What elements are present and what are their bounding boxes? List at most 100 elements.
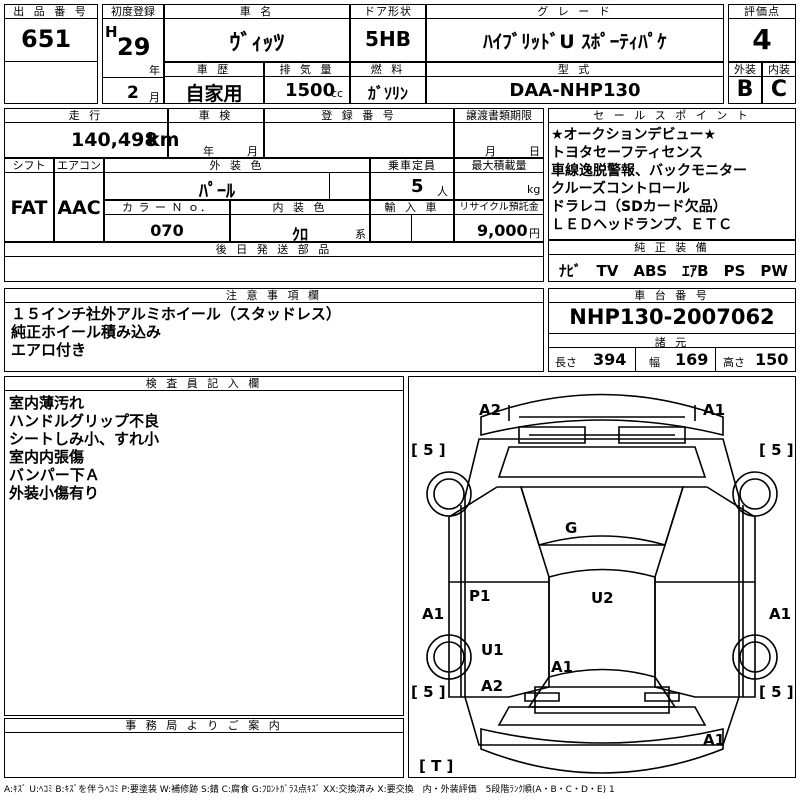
tire-front-left: [ 5 ]: [411, 441, 446, 459]
capacity: 5: [411, 176, 424, 197]
damage-code-a1-left: A1: [422, 605, 445, 623]
lot-number: 651: [21, 25, 72, 53]
damage-code-a1-right: A1: [769, 605, 792, 623]
lot-box: 出 品 番 号 651: [4, 4, 98, 104]
recycle-label: リサイクル預託金: [455, 201, 543, 215]
interior-color-label: 内 装 色: [231, 201, 369, 215]
chassis-box: 車 台 番 号 NHP130-2007062 諸 元 長さ 394 幅 169 …: [548, 288, 796, 372]
score-box: 評価点 4: [728, 4, 796, 62]
load-box: 最大積載量 kg: [454, 158, 544, 200]
color-number: 070: [150, 221, 184, 240]
mileage-unit: km: [147, 129, 180, 151]
fuel-box: 燃 料 ｶﾞｿﾘﾝ: [350, 62, 426, 104]
overall-score: 4: [752, 23, 772, 56]
inspector-note-item: 室内薄汚れ: [9, 394, 85, 412]
load-unit: kg: [527, 183, 541, 196]
width-label: 幅: [649, 356, 660, 369]
month-unit: 月: [149, 91, 160, 104]
import-label: 輸 入 車: [371, 201, 453, 215]
lot-label: 出 品 番 号: [5, 5, 97, 19]
displacement: 1500: [285, 80, 336, 101]
registration-label: 初度登録: [103, 5, 163, 19]
name-label: 車 名: [165, 5, 349, 19]
shift: FAT: [10, 197, 48, 219]
displacement-label: 排 気 量: [265, 63, 349, 77]
interior-color: ｸﾛ: [291, 225, 308, 244]
office-label: 事 務 局 よ り ご 案 内: [5, 719, 403, 733]
inspection-label: 車 検: [169, 109, 263, 123]
damage-code-a2-bottom: A2: [481, 677, 504, 695]
sales-point-item: クルーズコントロール: [551, 181, 690, 197]
tire-rear-left: [ 5 ]: [411, 683, 446, 701]
transfer-label: 譲渡書類期限: [455, 109, 543, 123]
note-item: １５インチ社外アルミホイール（スタッドレス）: [11, 305, 341, 323]
fuel: ｶﾞｿﾘﾝ: [367, 84, 408, 103]
vehicle-history: 自家用: [185, 83, 243, 105]
displacement-box: 排 気 量 1500 cc: [264, 62, 350, 104]
mileage-box: 走 行 140,498 km: [4, 108, 179, 158]
sales-point-item: ドラレコ（SDカード欠品）: [551, 199, 727, 215]
inspector-note-item: バンパー下Ａ: [9, 466, 100, 484]
office-box: 事 務 局 よ り ご 案 内: [4, 718, 404, 778]
transfer-box: 譲渡書類期限 月 日: [454, 108, 544, 158]
inspection-month-unit: 月: [247, 145, 258, 158]
legend-text: A:ｷｽﾞ U:ﾍｺﾐ B:ｷｽﾞを伴うﾍｺﾐ P:要塗装 W:補修跡 S:錆 …: [4, 785, 615, 795]
inspector-note-item: 室内内張傷: [9, 448, 85, 466]
inspector-note-item: ハンドルグリップ不良: [9, 412, 160, 430]
recycle-unit: 円: [529, 227, 540, 240]
tire-front-right: [ 5 ]: [759, 441, 794, 459]
sales-points-box: セ ー ル ス ポ イ ン ト ★オークションデビュー★トヨタセーフティセンス車…: [548, 108, 796, 240]
sales-points-list: ★オークションデビュー★トヨタセーフティセンス車線逸脱警報、バックモニタークルー…: [549, 123, 795, 234]
history-label: 車 歴: [165, 63, 263, 77]
exterior-grade: B: [736, 77, 754, 102]
door-label: ドア形状: [351, 5, 425, 19]
mileage-label: 走 行: [5, 109, 167, 123]
damage-code-u2: U2: [591, 589, 614, 607]
colorno-box: カ ラ ー Ｎ ｏ． 070: [104, 200, 230, 242]
regno-label: 登 録 番 号: [265, 109, 453, 123]
dims-label: 諸 元: [654, 336, 690, 349]
interior-color-box: 内 装 色 ｸﾛ 系: [230, 200, 370, 244]
interior-grade: C: [770, 77, 788, 102]
damage-code-a1-center: A1: [551, 658, 574, 676]
note-item: エアロ付き: [11, 341, 87, 359]
sales-points-label: セ ー ル ス ポ イ ン ト: [549, 109, 795, 123]
capacity-box: 乗車定員 5 人: [370, 158, 454, 200]
colorno-label: カ ラ ー Ｎ ｏ．: [105, 201, 229, 215]
sales-point-item: トヨタセーフティセンス: [551, 145, 704, 161]
model-code: DAA-NHP130: [509, 80, 641, 101]
equipment-label: 純 正 装 備: [549, 241, 795, 255]
equipment-box: 純 正 装 備 ﾅﾋﾞ TV ABS ｴｱB PS PW: [548, 240, 796, 282]
color-label: 外 装 色: [105, 159, 369, 173]
model-label: 型 式: [427, 63, 723, 77]
equipment-list: ﾅﾋﾞ TV ABS ｴｱB PS PW: [559, 262, 788, 280]
recycle-box: リサイクル預託金 9,000 円: [454, 200, 544, 242]
import-box: 輸 入 車: [370, 200, 454, 242]
notes-list: １５インチ社外アルミホイール（スタッドレス）純正ホイール積み込みエアロ付き: [5, 303, 543, 359]
interior-box: 内装 C: [762, 62, 796, 104]
interior-label: 内装: [763, 63, 795, 77]
displacement-unit: cc: [331, 87, 344, 100]
height: 150: [755, 350, 789, 369]
capacity-label: 乗車定員: [371, 159, 453, 173]
damage-code-a2-top: A2: [479, 401, 502, 419]
notes-label: 注 意 事 項 欄: [5, 289, 543, 303]
inspection-year-unit: 年: [203, 145, 214, 158]
mileage: 140,498: [71, 129, 158, 151]
car-outline: [426, 393, 778, 774]
registration-era: H: [105, 23, 118, 41]
sales-point-item: 車線逸脱警報、バックモニター: [551, 163, 747, 179]
grade-label: グ レ ー ド: [427, 5, 723, 19]
registration-year: 29: [117, 33, 151, 61]
note-item: 純正ホイール積み込み: [11, 323, 162, 341]
transfer-day: 日: [529, 145, 540, 158]
transfer-month: 月: [485, 145, 496, 158]
load-label: 最大積載量: [455, 159, 543, 173]
exterior-color: ﾊﾟｰﾙ: [199, 181, 235, 202]
ac-label: エアコン: [55, 159, 103, 173]
later-parts-box: 後 日 発 送 部 品: [4, 242, 544, 282]
sales-point-item: ＬＥＤヘッドランプ、ＥＴＣ: [551, 217, 733, 233]
door-box: ドア形状 5HB: [350, 4, 426, 62]
capacity-unit: 人: [437, 185, 448, 198]
